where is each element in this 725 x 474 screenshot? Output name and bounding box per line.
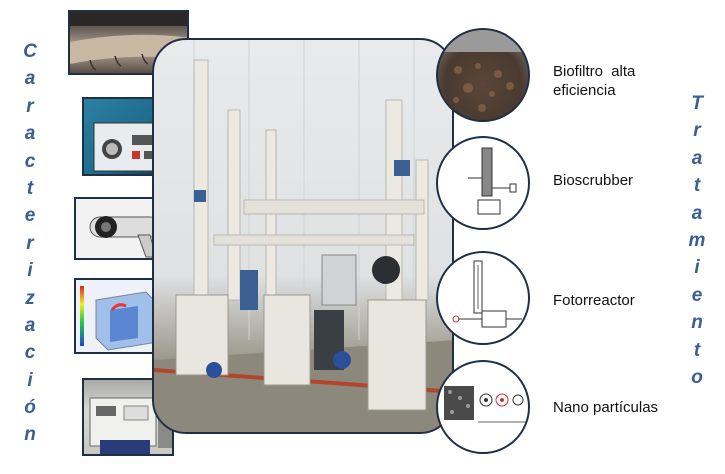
letter: e [691,284,703,306]
label-nanoparticulas: Nano partículas [553,399,659,416]
bioscrubber-diagram [436,136,530,230]
letter: c [24,342,36,364]
letter: t [693,175,701,197]
letter: a [691,147,703,169]
letter: t [693,339,701,361]
letter: i [27,369,33,391]
letter: a [691,202,703,224]
letter: r [26,95,34,117]
letter: z [25,287,35,309]
letter: i [694,257,700,279]
letter: o [691,366,703,388]
letter: i [27,260,33,282]
letter: ó [24,397,36,419]
label-biofiltro: Biofiltro alta eficiencia [553,63,636,99]
letter: c [24,150,36,172]
letter: t [26,177,34,199]
photoreactor-diagram [436,251,530,345]
biofilter-photo [436,28,530,122]
letter: e [24,205,36,227]
letter: a [24,123,36,145]
thumbnail-cfd-simulation [74,278,166,354]
letter: r [693,120,701,142]
letter: r [26,232,34,254]
letter: a [24,314,36,336]
label-fotorreactor: Fotorreactor [553,292,635,309]
letter: T [691,93,703,114]
letter: a [24,68,36,90]
letter: n [691,312,703,334]
caracterizacion-vertical-title: C a r a c t e r i z a c i ó n [16,42,44,453]
label-bioscrubber: Bioscrubber [553,172,634,189]
letter: n [24,424,36,446]
nanoparticles-image [436,360,530,454]
letter: C [23,41,37,62]
letter: m [688,229,706,251]
tratamiento-vertical-title: T r a t a m i e n t o [683,94,711,395]
treatment-plant-photo [152,38,454,434]
